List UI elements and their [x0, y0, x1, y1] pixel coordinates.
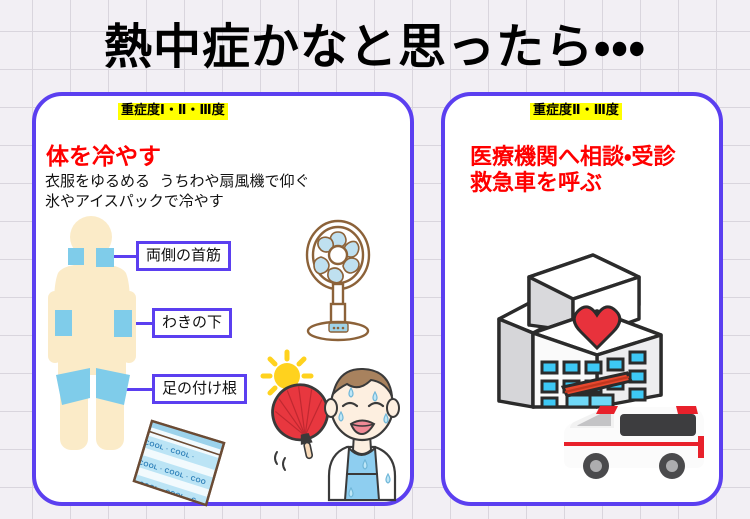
ambulance-rear-light [698, 436, 704, 458]
severity-badge-left: 重症度Ⅰ・Ⅱ・Ⅲ度 [118, 103, 228, 120]
hospital-entrance [560, 371, 634, 409]
fan-neck [331, 282, 345, 308]
callout-neck: 両側の首筋 [136, 241, 232, 271]
ambulance-side-window [620, 414, 696, 436]
uchiwa-fan [271, 383, 329, 460]
fan-hub [327, 244, 349, 266]
cooling-patch-neck-left [68, 248, 84, 265]
callout-groin: 足の付け根 [152, 374, 248, 404]
ambulance-illustration [556, 398, 712, 484]
electric-fan-illustration [288, 218, 388, 342]
person [324, 367, 400, 502]
sweat-drops [338, 386, 391, 498]
headline-left: 体を冷やす [46, 144, 161, 170]
ambulance-front-window [577, 412, 611, 426]
body-neck [84, 253, 99, 267]
motion-lines [274, 451, 286, 471]
cooling-patch-groin-left [56, 368, 90, 405]
ambulance-wheels [583, 453, 685, 479]
heart-icon [572, 305, 622, 351]
cooling-patch-armpit-right [114, 310, 132, 337]
page-title: 熱中症かなと思ったら・・・ [104, 19, 646, 75]
human-body-cooling-points-illustration [40, 215, 190, 450]
sweating-person-with-fan-illustration [255, 348, 410, 502]
sun-icon [260, 349, 314, 403]
cooling-patch-armpit-left [55, 310, 72, 336]
cooling-patch-groin-right [96, 368, 130, 405]
ambulance-red-stripe [564, 442, 704, 446]
leader-line-neck [104, 255, 138, 258]
leader-line-groin [120, 388, 154, 391]
cooling-patch-neck-right [96, 248, 114, 267]
ice-pack-seal [147, 430, 221, 456]
hospital-building-illustration [485, 253, 671, 409]
body-text-left: 衣服をゆるめる うちわや扇風機で仰ぐ 氷やアイスパックで冷やす [45, 172, 310, 210]
severity-badge-right: 重症度Ⅱ・Ⅲ度 [530, 103, 622, 120]
body-head [70, 216, 112, 258]
headline-right: 医療機関へ相談・受診 救急車を呼ぶ [470, 145, 676, 196]
body-torso [54, 265, 130, 375]
ambulance-roof-light-rear [676, 406, 698, 414]
ambulance-roof-light-front [596, 406, 618, 414]
ice-pack-illustration: COOL · COOL · COOL · COOL · COO · COOL ·… [128, 417, 232, 509]
callout-armpit: わきの下 [152, 308, 233, 338]
